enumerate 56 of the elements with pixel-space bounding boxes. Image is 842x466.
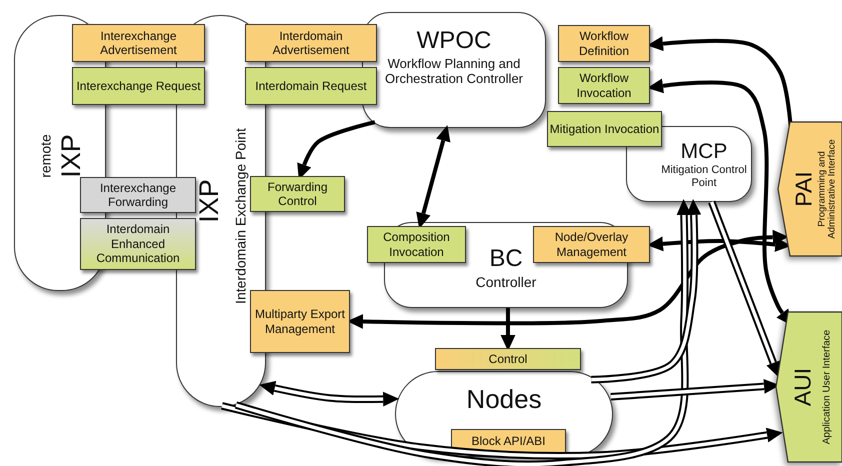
double-line-arrow [591, 199, 702, 384]
panel-title: AUI [790, 368, 816, 406]
function-box [245, 24, 377, 62]
function-box [533, 226, 650, 263]
function-box [80, 177, 196, 213]
hexagon-panel [778, 122, 842, 256]
panel-subtitle: Mitigation Control Point [660, 164, 748, 191]
box-label: Interexchange Advertisement [99, 28, 178, 58]
box-label: Interexchange Request [76, 78, 201, 94]
double-line-arrow [259, 380, 400, 407]
box-label: Interdomain Enhanced Communication [95, 222, 181, 266]
box-label: Multiparty Export Management [254, 307, 346, 336]
function-box [250, 176, 345, 212]
function-box [451, 429, 566, 453]
function-box [435, 348, 581, 370]
arrow [416, 125, 450, 229]
box-label: Interexchange Forwarding [98, 180, 178, 210]
box-label: Composition Invocation [382, 230, 451, 259]
box-label: Workflow Definition [578, 29, 630, 58]
panel-title: BC [489, 245, 523, 274]
function-box [558, 25, 650, 62]
panel-subtitle: Application User Interface [822, 330, 832, 444]
function-box [250, 290, 350, 353]
panel-title: IXP [195, 179, 225, 223]
function-box [547, 111, 662, 147]
box-label: Block API/ABI [471, 434, 546, 448]
panel-subtitle: Controller [476, 274, 536, 291]
panel-title: Nodes [466, 384, 542, 416]
panel-subtitle: remote [38, 134, 54, 178]
box-label: Node/Overlay Management [554, 230, 630, 259]
panel-subtitle: Interdomain Exchange Point [233, 128, 249, 304]
function-box [72, 67, 205, 105]
panel-title: MCP [680, 139, 728, 164]
box-label: Interdomain Advertisement [272, 28, 350, 58]
double-line-arrow [708, 200, 780, 378]
function-box [245, 67, 377, 105]
rounded-panel [395, 371, 613, 457]
panel-title: PAI [791, 171, 817, 207]
hexagon-panel [776, 312, 842, 462]
panel-subtitle: Programming and Administrative Interface [818, 138, 838, 241]
double-line-arrow [234, 199, 692, 466]
function-box [558, 67, 650, 104]
panel-title: IXP [57, 134, 87, 178]
panel-title: WPOC [416, 27, 492, 56]
box-label: Forwarding Control [266, 180, 329, 208]
function-box [80, 218, 196, 270]
function-box [72, 24, 205, 62]
box-label: Interdomain Request [255, 78, 367, 94]
double-line-arrow [221, 402, 783, 460]
box-label: Workflow Invocation [576, 71, 632, 100]
box-label: Mitigation Invocation [550, 122, 660, 136]
arrow [347, 230, 789, 329]
panel-subtitle: Workflow Planning and Orchestration Controller [384, 56, 524, 87]
arrow [500, 308, 516, 351]
function-box [367, 226, 466, 263]
box-label: Control [488, 352, 528, 366]
